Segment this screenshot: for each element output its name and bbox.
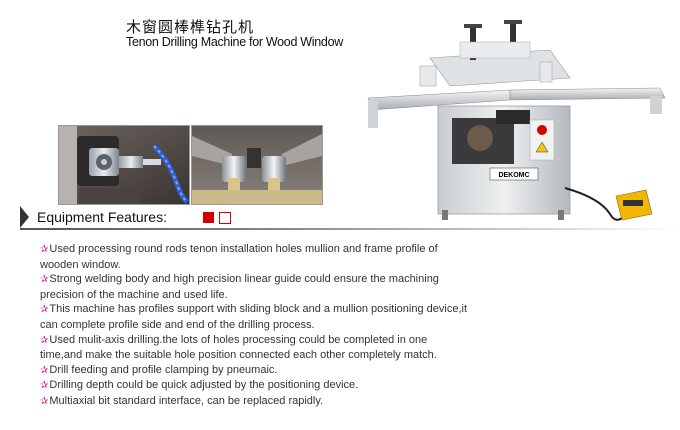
page-title-english: Tenon Drilling Machine for Wood Window [126,35,343,49]
star-bullet-icon: ✰ [40,395,49,407]
list-item: ✰This machine has profiles support with … [40,303,467,331]
list-item: ✰Multiaxial bit standard interface, can … [40,394,324,407]
star-bullet-icon: ✰ [40,364,49,376]
star-bullet-icon: ✰ [40,244,49,255]
equipment-features-title: Equipment Features: [37,209,167,225]
header-divider [20,228,680,230]
page-title-chinese: 木窗圆棒榫钻孔机 [126,18,255,36]
outline-square-icon [219,212,231,224]
star-bullet-icon: ✰ [40,304,49,316]
list-item: ✰Used processing round rods tenon instal… [40,243,438,271]
star-bullet-icon: ✰ [40,380,49,392]
star-bullet-icon: ✰ [40,274,49,286]
filled-square-icon [203,212,214,223]
star-bullet-icon: ✰ [40,334,49,346]
machine-brand-label: DEKOMC [498,172,529,179]
features-list: ✰Used processing round rods tenon instal… [40,242,470,410]
spindle-closeup-photo [58,125,190,205]
drilling-machine-image: DEKOMC [367,20,666,221]
list-item: ✰Drilling depth could be quick adjusted … [40,379,359,392]
list-item: ✰Drill feeding and profile clamping by p… [40,363,278,376]
spindle-closeup-image [59,126,189,204]
equipment-features-header: Equipment Features: [20,206,680,230]
drill-bits-photo [191,125,323,205]
list-item: ✰Strong welding body and high precision … [40,273,439,301]
drill-bits-image [192,126,322,204]
drilling-machine-photo: DEKOMC [360,18,680,223]
list-item: ✰Used mulit-axis drilling.the lots of ho… [40,333,437,362]
header-arrow-icon [20,206,29,228]
